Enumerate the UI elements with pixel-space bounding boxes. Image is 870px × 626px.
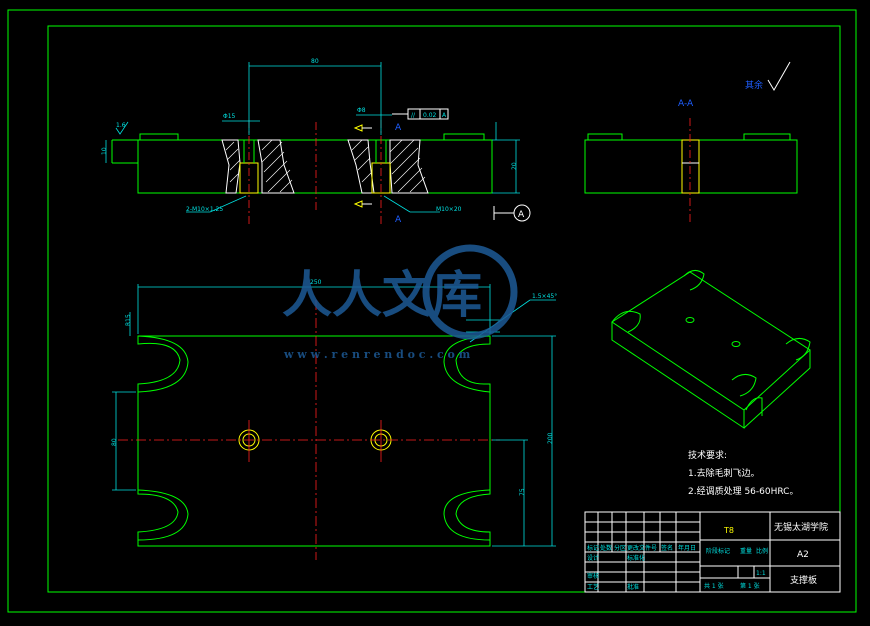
screw-right-label: M10×20	[436, 206, 462, 213]
tech-req-1: 1.去除毛刺飞边。	[688, 467, 760, 479]
material-t8: T8	[723, 526, 734, 535]
tech-requirements: 技术要求: 1.去除毛刺飞边。 2.经调质处理 56-60HRC。	[688, 449, 798, 497]
section-mark-a-top: A	[395, 123, 402, 133]
svg-text:重量: 重量	[740, 547, 752, 555]
svg-text:批准: 批准	[627, 583, 639, 591]
svg-text:标准化: 标准化	[627, 554, 645, 562]
right-hole-section	[347, 139, 429, 194]
svg-text:年月日: 年月日	[678, 544, 696, 552]
svg-text:0.02: 0.02	[423, 112, 437, 119]
svg-text:更改文件号: 更改文件号	[627, 544, 657, 552]
scale-value: 1:1	[756, 570, 766, 577]
dim-plan-height: 200	[547, 432, 554, 444]
svg-text:设计: 设计	[587, 554, 599, 562]
dim-left-height: 10	[101, 147, 108, 155]
title-block: T8 无锡太湖学院 A2 支撑板 1:1 共 1 张 第 1 张 标记 处数 分…	[584, 511, 841, 593]
sheets-total: 共 1 张	[704, 582, 724, 590]
dim-height: 20	[511, 162, 518, 170]
svg-text:工艺: 工艺	[587, 583, 599, 591]
svg-text:处数: 处数	[600, 544, 612, 552]
svg-text:分区: 分区	[614, 544, 626, 552]
dim-hole-spacing: 75	[519, 488, 526, 496]
inner-frame	[47, 25, 841, 593]
svg-text://: //	[411, 112, 416, 119]
section-title: A-A	[678, 99, 694, 109]
svg-text:审核: 审核	[587, 572, 599, 580]
dim-plan-width: 250	[310, 279, 322, 286]
screw-left-label: 2-M10×1.25	[186, 206, 223, 213]
dim-radius: R15	[125, 314, 132, 326]
dim-left-vertical: 80	[111, 438, 118, 446]
svg-text:A: A	[442, 112, 447, 119]
watermark: 人人文库 w w w . r e n r e n d o c . c o m	[282, 244, 518, 361]
school-name: 无锡太湖学院	[774, 521, 828, 533]
watermark-url: w w w . r e n r e n d o c . c o m	[283, 348, 471, 361]
tech-req-title: 技术要求:	[688, 449, 727, 461]
datum-a: A	[518, 210, 525, 220]
side-section-view: A-A 其余	[584, 61, 798, 225]
dim-top-width: 80	[311, 58, 319, 65]
dim-left-bore: Φ15	[223, 113, 236, 120]
front-section-view: 80 Φ15 Φ8 // 0.02 A A A 10 20	[101, 58, 531, 225]
tech-req-2: 2.经调质处理 56-60HRC。	[688, 485, 798, 497]
svg-text:比例: 比例	[756, 547, 768, 555]
plan-view: 250 R15 1.5×45° 80 200 75	[111, 279, 557, 560]
dim-right-bore: Φ8	[357, 107, 366, 114]
sheet-number: 第 1 张	[740, 582, 760, 590]
dim-chamfer: 1.5×45°	[532, 293, 557, 300]
isometric-view	[611, 270, 811, 429]
svg-text:阶段标记: 阶段标记	[706, 547, 730, 555]
svg-text:签名: 签名	[661, 544, 673, 552]
outer-frame	[7, 9, 857, 613]
tolerance-frame: // 0.02 A	[392, 108, 449, 120]
left-hole-section	[221, 139, 295, 194]
surface-roughness: 1.6	[116, 122, 126, 129]
section-mark-a-bottom: A	[395, 215, 402, 225]
watermark-brand: 人人文库	[282, 265, 482, 324]
roughness-label: 其余	[745, 79, 763, 91]
svg-text:标记: 标记	[587, 544, 599, 552]
sheet-size: A2	[797, 550, 809, 560]
part-name: 支撑板	[790, 574, 817, 586]
